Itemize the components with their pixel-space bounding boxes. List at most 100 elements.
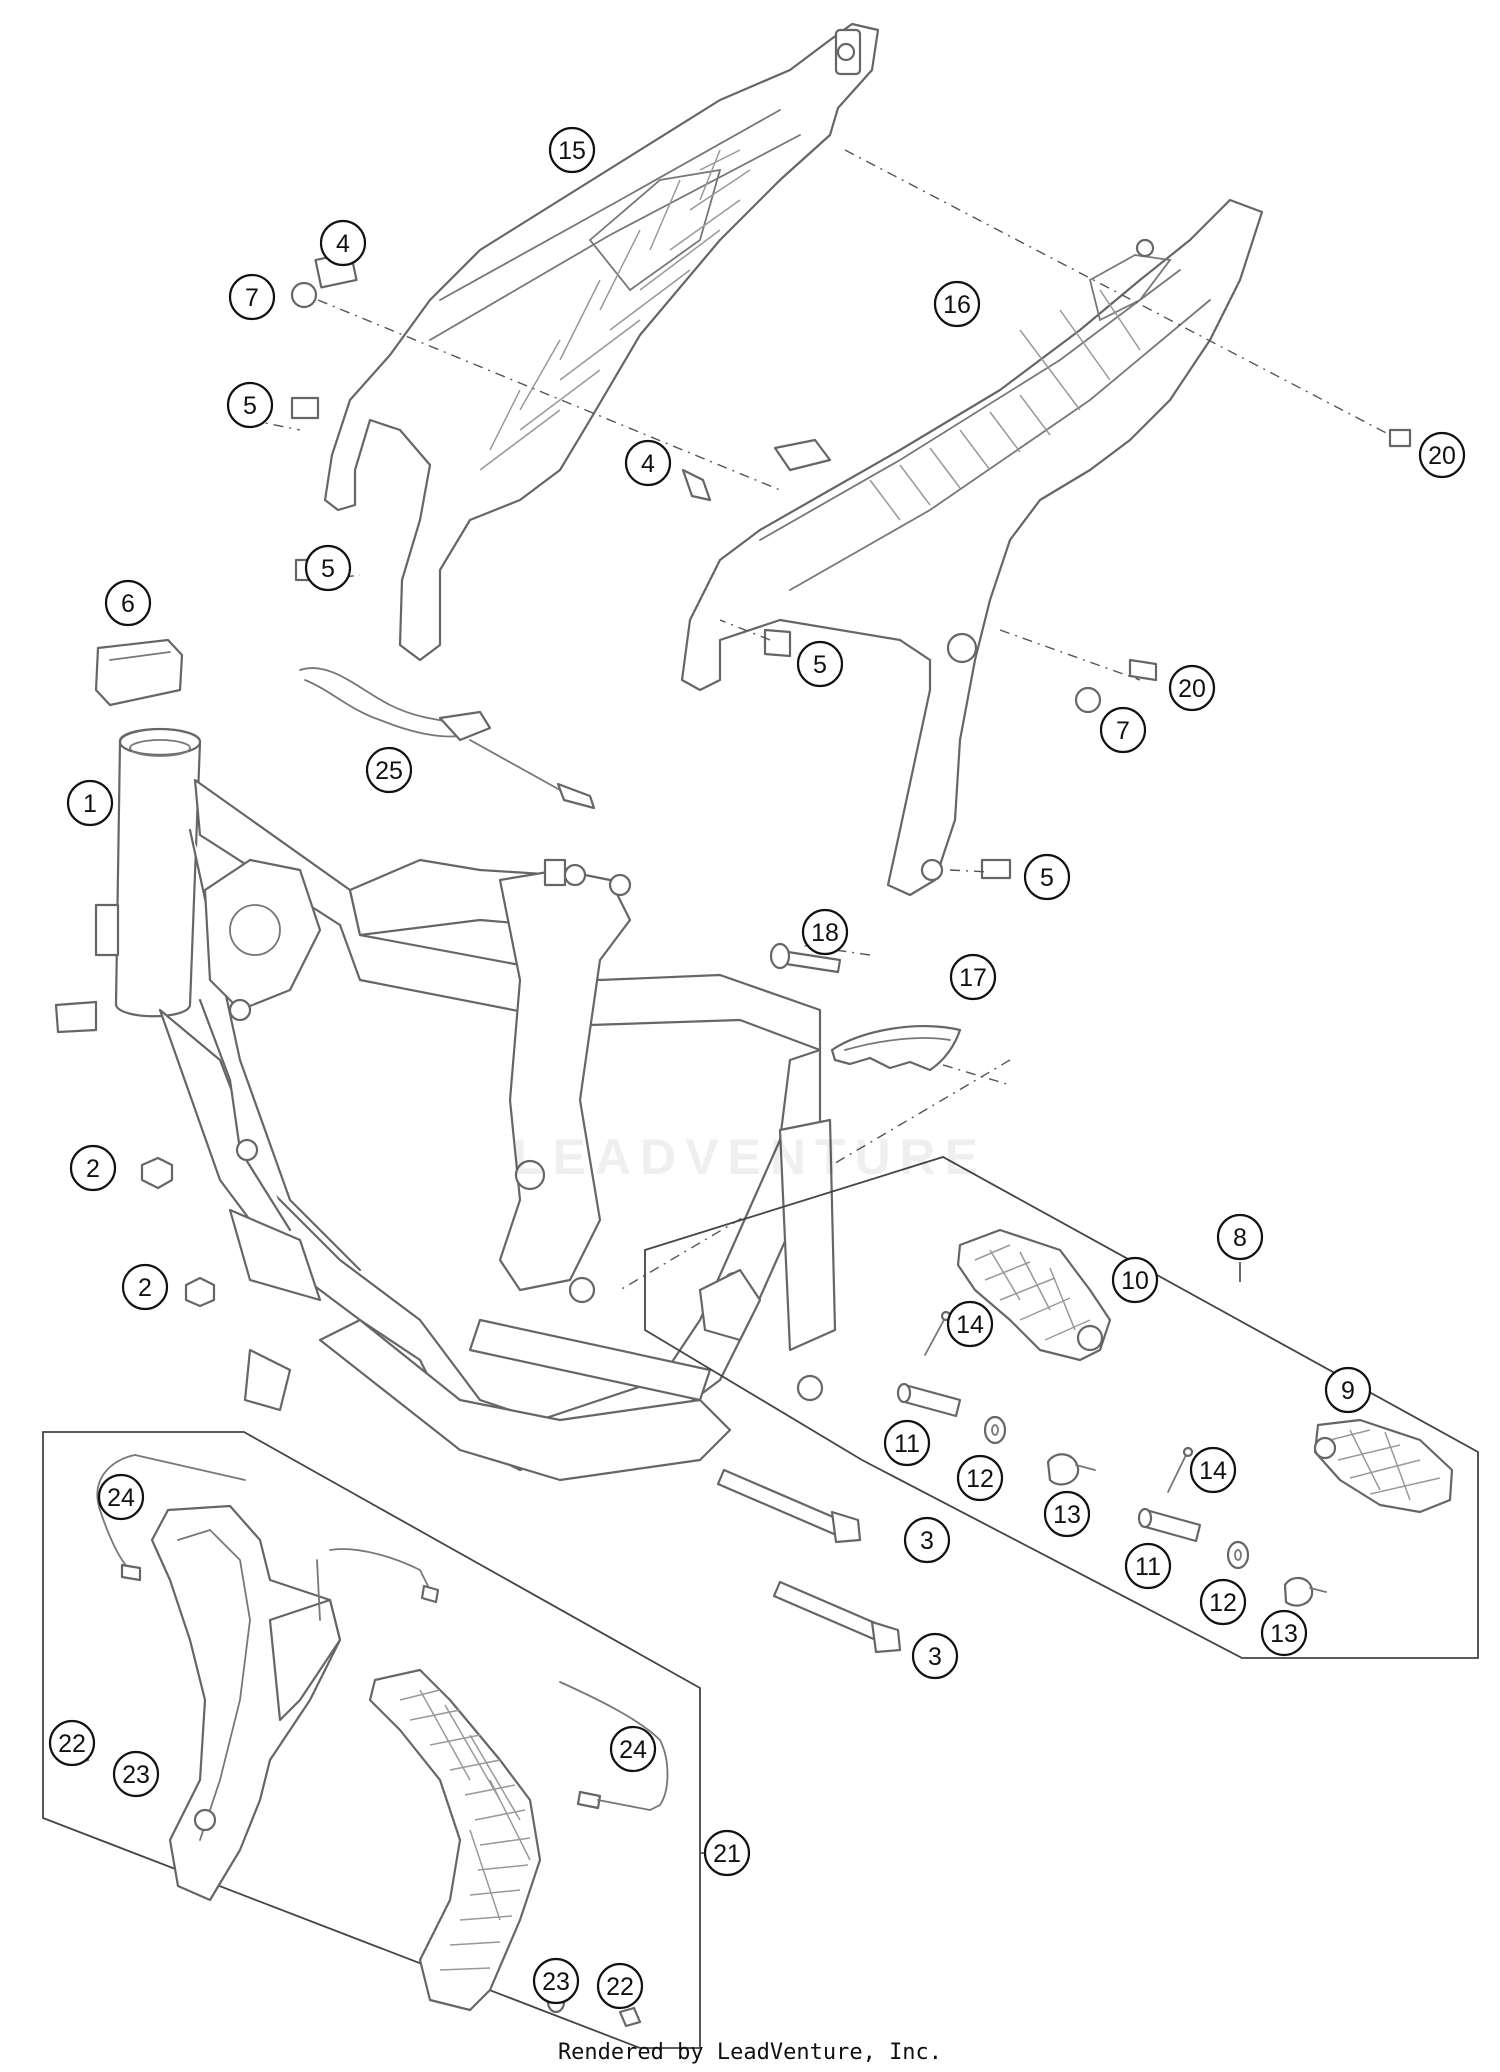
- callout-circle: [911, 1632, 959, 1680]
- callout-circle: [624, 439, 672, 487]
- callout-11: 11: [883, 1419, 931, 1467]
- callout-label: 7: [245, 284, 259, 312]
- callout-circle: [1111, 1256, 1159, 1304]
- callout-circle: [104, 579, 152, 627]
- callout-label: 9: [1341, 1377, 1355, 1405]
- callout-circle: [1043, 1490, 1091, 1538]
- callout-circle: [933, 280, 981, 328]
- callout-circle: [97, 1473, 145, 1521]
- callout-circle: [1189, 1446, 1237, 1494]
- callout-label: 3: [928, 1643, 942, 1671]
- callout-4: 4: [624, 439, 672, 487]
- callout-circle: [946, 1300, 994, 1348]
- main-frame-part: [54, 727, 837, 1482]
- callout-circle: [1168, 664, 1216, 712]
- callout-circle: [949, 953, 997, 1001]
- callout-12: 12: [1199, 1578, 1247, 1626]
- callout-circle: [548, 126, 596, 174]
- callout-2: 2: [69, 1144, 117, 1192]
- callout-circle: [319, 219, 367, 267]
- callout-circle: [228, 273, 276, 321]
- callout-circle: [1124, 1542, 1172, 1590]
- callout-label: 5: [1040, 864, 1054, 892]
- callout-3: 3: [903, 1516, 951, 1564]
- chain-guide-part: [769, 942, 962, 1072]
- callout-label: 11: [1135, 1553, 1161, 1581]
- callout-16: 16: [933, 280, 981, 328]
- callout-label: 18: [811, 919, 839, 947]
- callout-circle: [112, 1750, 160, 1798]
- callout-24: 24: [609, 1725, 657, 1773]
- callout-label: 5: [321, 555, 335, 583]
- callout-label: 8: [1233, 1224, 1247, 1252]
- callout-circle: [532, 1957, 580, 2005]
- callout-label: 22: [58, 1730, 86, 1758]
- callout-22: 22: [48, 1719, 96, 1767]
- callout-circle: [956, 1454, 1004, 1502]
- callout-6: 6: [104, 579, 152, 627]
- frame-nuts: [140, 1156, 216, 1308]
- callout-23: 23: [532, 1957, 580, 2005]
- callout-21: 21: [703, 1829, 751, 1877]
- callout-circle: [1418, 431, 1466, 479]
- callout-25: 25: [365, 746, 413, 794]
- callout-17: 17: [949, 953, 997, 1001]
- callout-5: 5: [226, 381, 274, 429]
- callout-circle: [1099, 706, 1147, 754]
- callout-23: 23: [112, 1750, 160, 1798]
- callout-22: 22: [596, 1962, 644, 2010]
- callout-label: 17: [959, 964, 987, 992]
- callout-label: 10: [1121, 1267, 1149, 1295]
- callout-circle: [883, 1419, 931, 1467]
- callout-circle: [1260, 1609, 1308, 1657]
- callout-circle: [801, 908, 849, 956]
- subframe-left-part: [323, 22, 880, 662]
- callout-circle: [609, 1725, 657, 1773]
- callout-8: 8: [1216, 1213, 1264, 1261]
- fuse-holder-part: [94, 638, 184, 707]
- callout-label: 13: [1053, 1501, 1081, 1529]
- callout-circle: [48, 1719, 96, 1767]
- callout-circle: [304, 544, 352, 592]
- callout-label: 4: [336, 230, 350, 258]
- callout-label: 6: [121, 590, 135, 618]
- callout-label: 5: [813, 651, 827, 679]
- callout-7: 7: [1099, 706, 1147, 754]
- callout-9: 9: [1324, 1366, 1372, 1414]
- callout-label: 5: [243, 392, 257, 420]
- callout-label: 2: [138, 1274, 152, 1302]
- callout-12: 12: [956, 1454, 1004, 1502]
- callout-circle: [1023, 853, 1071, 901]
- callout-circle: [1199, 1578, 1247, 1626]
- callout-label: 25: [375, 757, 403, 785]
- callout-10: 10: [1111, 1256, 1159, 1304]
- subframe-right-part: [680, 198, 1264, 897]
- callout-7: 7: [228, 273, 276, 321]
- callout-label: 4: [641, 450, 655, 478]
- callout-24: 24: [97, 1473, 145, 1521]
- callout-circle: [796, 640, 844, 688]
- footer-credit: Rendered by LeadVenture, Inc.: [557, 2040, 943, 2065]
- callout-circle: [66, 779, 114, 827]
- callout-15: 15: [548, 126, 596, 174]
- callout-circle: [596, 1962, 644, 2010]
- callout-13: 13: [1260, 1609, 1308, 1657]
- callout-label: 2: [86, 1155, 100, 1183]
- callout-circle: [226, 381, 274, 429]
- callout-20: 20: [1418, 431, 1466, 479]
- footpeg-kit-parts: [896, 1228, 1454, 1607]
- callout-2: 2: [121, 1263, 169, 1311]
- frame-bolts: [716, 1468, 902, 1654]
- callout-label: 21: [713, 1840, 741, 1868]
- callout-13: 13: [1043, 1490, 1091, 1538]
- callout-label: 20: [1178, 675, 1206, 703]
- callout-5: 5: [1023, 853, 1071, 901]
- callout-11: 11: [1124, 1542, 1172, 1590]
- callout-20: 20: [1168, 664, 1216, 712]
- callout-14: 14: [1189, 1446, 1237, 1494]
- callout-label: 14: [1199, 1457, 1227, 1485]
- callout-label: 15: [558, 137, 586, 165]
- callout-label: 24: [619, 1736, 647, 1764]
